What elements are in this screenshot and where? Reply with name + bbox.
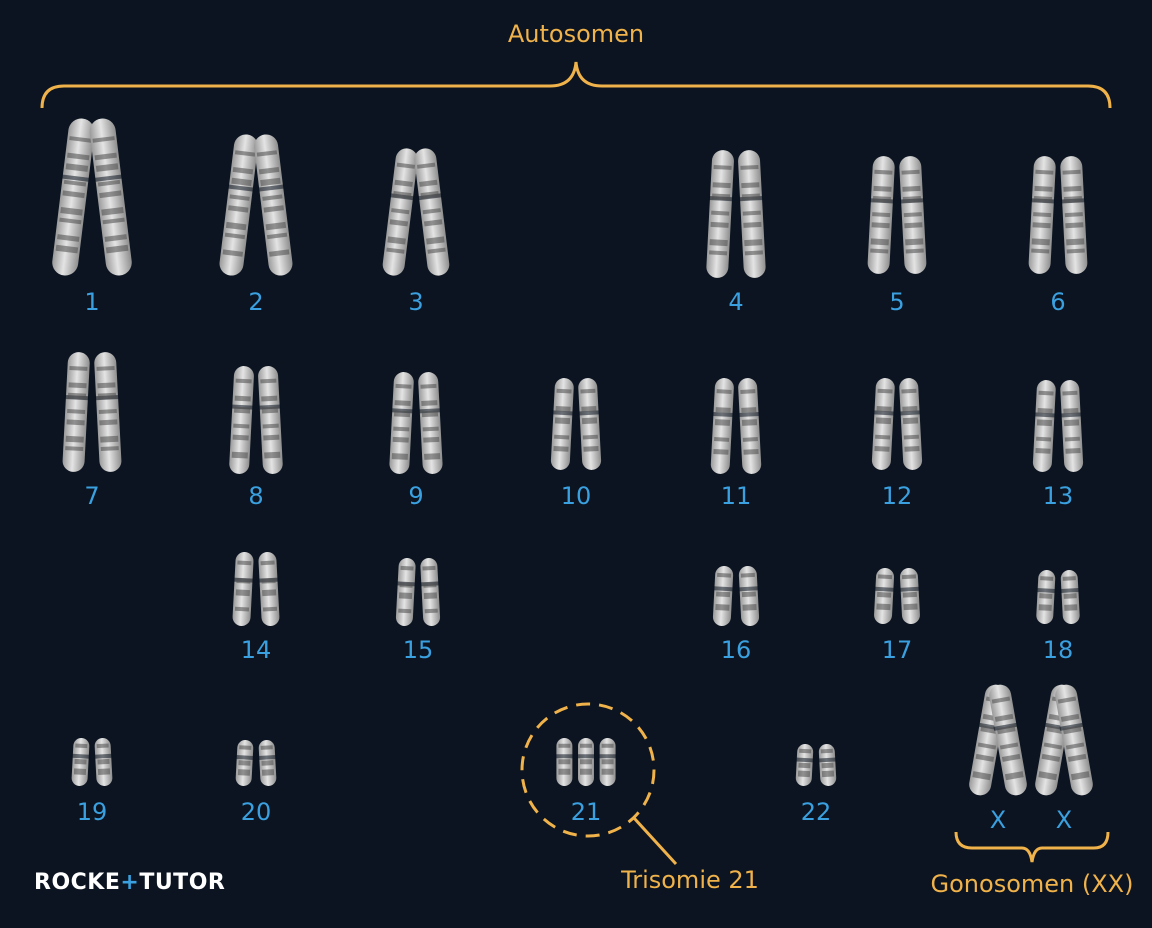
chromosome-label-15: 15 <box>402 636 434 664</box>
chromosome-label-13: 13 <box>1042 482 1074 510</box>
chromosome-18-copy-2 <box>1060 570 1080 624</box>
chromosome-11-copy-1 <box>710 378 734 474</box>
chromosome-label-1: 1 <box>84 288 100 316</box>
chromosome-label-22: 22 <box>800 798 832 826</box>
chromosome-label-5: 5 <box>889 288 905 316</box>
chromosome-21-copy-1 <box>555 738 574 786</box>
chromosome-11-copy-2 <box>738 378 762 474</box>
chromosome-label-8: 8 <box>248 482 264 510</box>
chromosome-label-21: 21 <box>570 798 602 826</box>
chromosome-21-copy-3 <box>598 738 617 786</box>
brand-text-accent: + <box>120 870 140 895</box>
chromosome-label-14: 14 <box>240 636 272 664</box>
chromosome-label-19: 19 <box>76 798 108 826</box>
chromosome-label-7: 7 <box>84 482 100 510</box>
chromosome-label-3: 3 <box>408 288 424 316</box>
chromosome-8-copy-2 <box>258 366 283 474</box>
chromosome-10-copy-1 <box>550 378 574 470</box>
chromosome-3-copy-1 <box>382 148 418 276</box>
chromosome-label-2: 2 <box>248 288 264 316</box>
chromosome-9-copy-2 <box>418 372 443 474</box>
chromosome-8-copy-1 <box>229 366 254 474</box>
chromosome-17-copy-2 <box>899 568 920 624</box>
brand-text-right: TUTOR <box>139 870 226 895</box>
chromosome-1-copy-1 <box>52 118 95 276</box>
chromosome-19-copy-2 <box>94 738 113 786</box>
autosomes-label: Autosomen <box>507 20 645 48</box>
chromosome-1-copy-2 <box>89 118 132 276</box>
chromosome-20-copy-1 <box>235 740 254 786</box>
chromosome-12-copy-1 <box>871 378 895 470</box>
chromosome-label-4: 4 <box>728 288 744 316</box>
chromosome-label-20: 20 <box>240 798 272 826</box>
chromosome-5-copy-1 <box>867 156 895 274</box>
chromosome-14-copy-2 <box>258 552 280 626</box>
trisomy-label: Trisomie 21 <box>621 866 759 894</box>
chromosome-label-9: 9 <box>408 482 424 510</box>
chromosome-14-copy-1 <box>232 552 254 626</box>
chromosome-20-copy-2 <box>258 740 277 786</box>
chromosome-label-6: 6 <box>1050 288 1066 316</box>
chromosome-12-copy-2 <box>899 378 923 470</box>
chromosome-9-copy-1 <box>389 372 414 474</box>
chromosome-15-copy-1 <box>395 558 416 626</box>
chromosome-4-copy-2 <box>738 150 766 278</box>
chromosome-6-copy-2 <box>1060 156 1088 274</box>
gonosomes-label: Gonosomen (XX) <box>930 870 1134 898</box>
x-chromosome-2-arm-b <box>1055 684 1093 796</box>
chromosome-2-copy-1 <box>219 134 258 276</box>
chromosome-18-copy-1 <box>1036 570 1056 624</box>
sex-chromosome-label-x1: X <box>989 806 1007 834</box>
chromosome-6-copy-1 <box>1028 156 1056 274</box>
chromosome-22-copy-2 <box>818 744 837 786</box>
chromosome-4-copy-1 <box>706 150 734 278</box>
brand-logo: ROCKE+TUTOR <box>34 870 225 895</box>
chromosome-13-copy-1 <box>1032 380 1056 472</box>
chromosome-label-11: 11 <box>720 482 752 510</box>
chromosome-7-copy-2 <box>94 352 122 472</box>
chromosome-3-copy-2 <box>414 148 450 276</box>
chromosome-10-copy-2 <box>578 378 602 470</box>
trisomy-pointer <box>632 816 678 866</box>
chromosome-16-copy-2 <box>738 566 760 626</box>
chromosome-label-16: 16 <box>720 636 752 664</box>
chromosome-2-copy-2 <box>254 134 293 276</box>
chromosome-19-copy-1 <box>71 738 90 786</box>
autosomes-brace <box>40 61 1112 109</box>
sex-chromosome-label-x2: X <box>1055 806 1073 834</box>
chromosome-label-10: 10 <box>560 482 592 510</box>
x-chromosome-1-arm-b <box>989 684 1027 796</box>
chromosome-label-17: 17 <box>881 636 913 664</box>
chromosome-7-copy-1 <box>62 352 90 472</box>
chromosome-label-18: 18 <box>1042 636 1074 664</box>
gonosomes-brace <box>954 831 1110 863</box>
chromosome-22-copy-1 <box>795 744 814 786</box>
chromosome-16-copy-1 <box>712 566 734 626</box>
chromosome-13-copy-2 <box>1060 380 1084 472</box>
chromosome-15-copy-2 <box>420 558 441 626</box>
chromosome-label-12: 12 <box>881 482 913 510</box>
brand-text-left: ROCKE <box>34 870 121 895</box>
trisomy-circle <box>520 702 656 838</box>
chromosome-5-copy-2 <box>899 156 927 274</box>
chromosome-17-copy-1 <box>874 568 895 624</box>
chromosome-21-copy-2 <box>577 738 595 786</box>
